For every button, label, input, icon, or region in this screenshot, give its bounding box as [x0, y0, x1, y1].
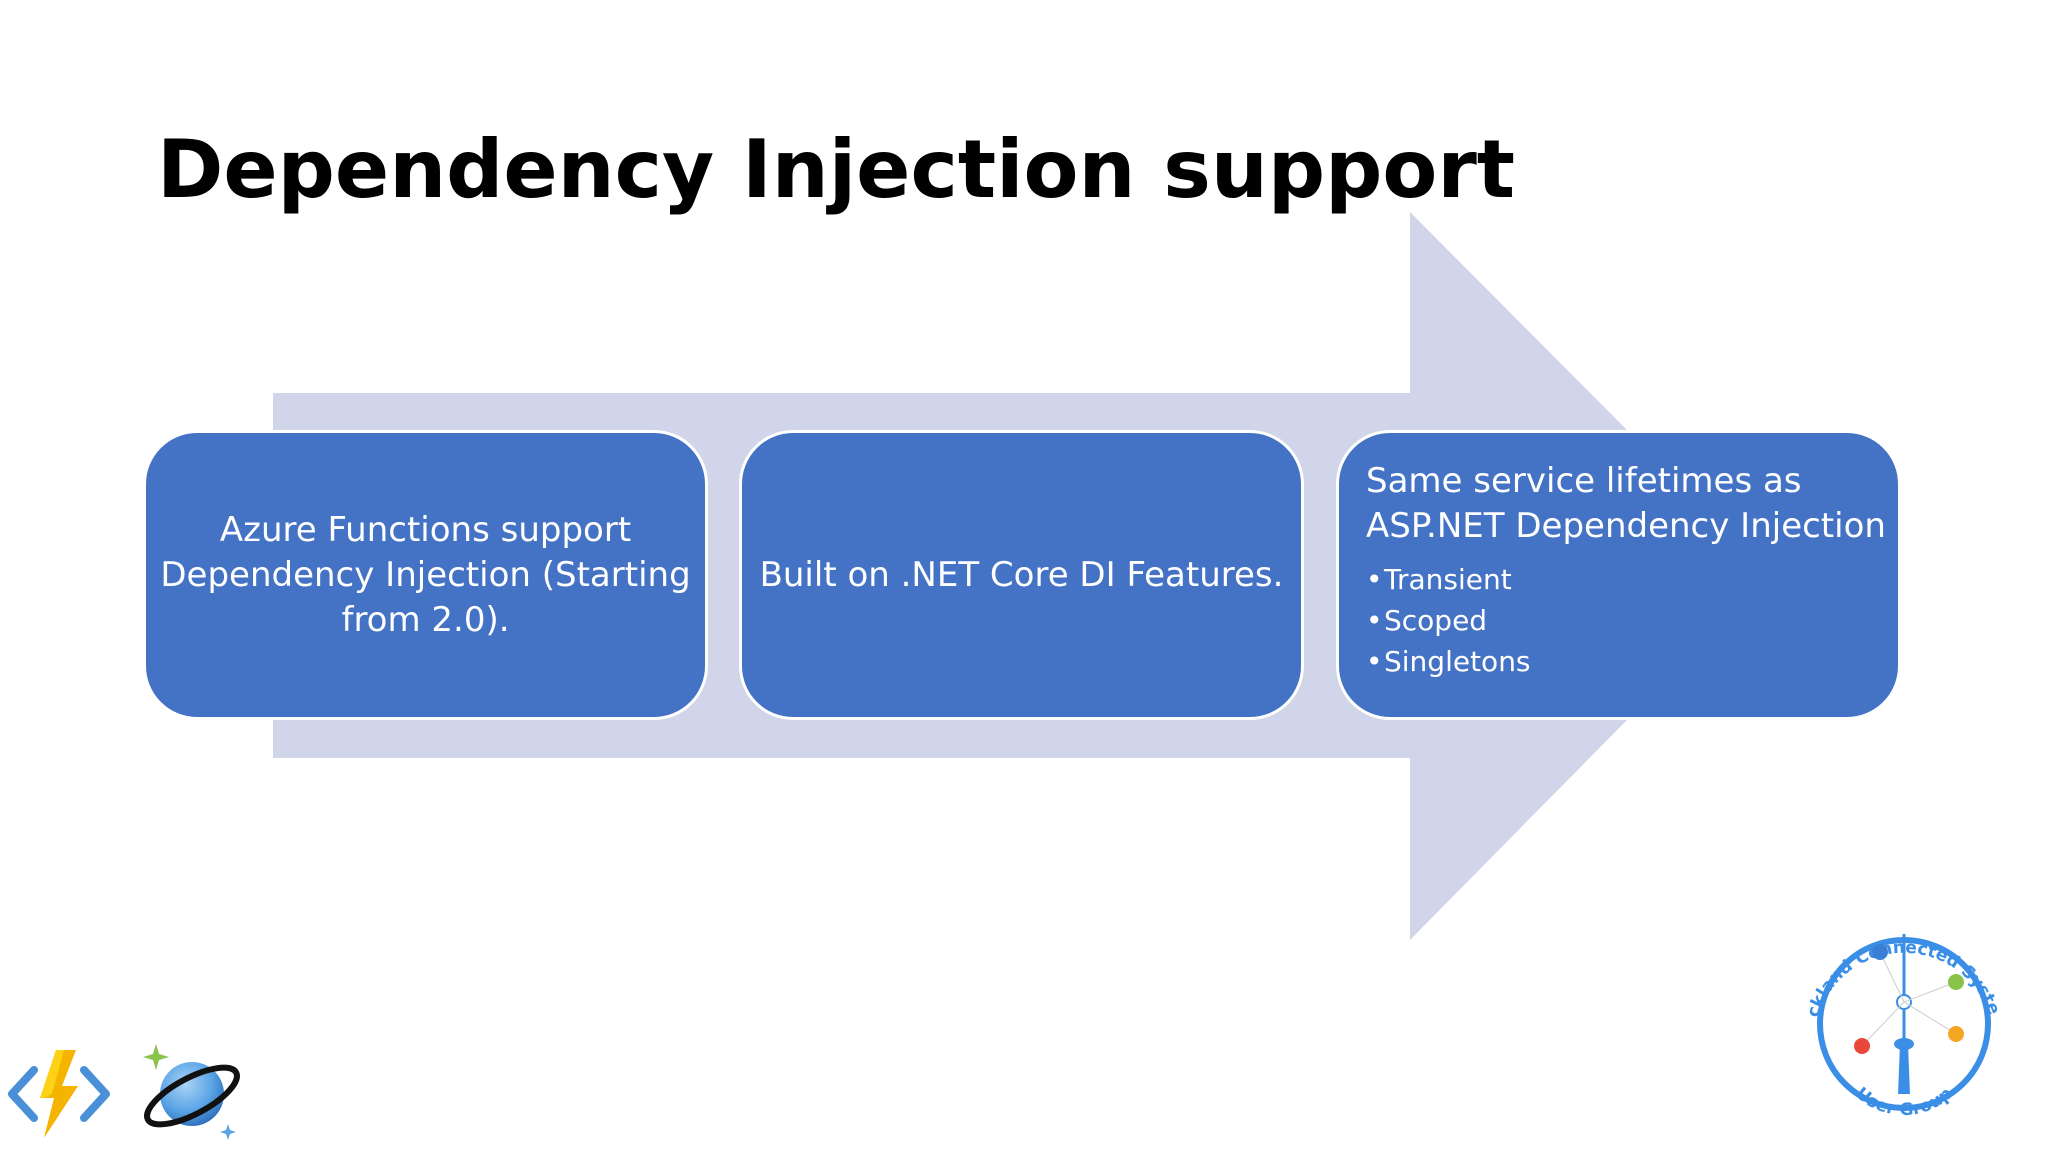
slide-title: Dependency Injection support [157, 123, 1516, 216]
step-box-line: Dependency Injection (Starting [160, 554, 691, 595]
lifetime-list: •Transient •Scoped •Singletons [1366, 559, 1886, 682]
step-box-line: ASP.NET Dependency Injection [1366, 506, 1886, 546]
list-item-label: Singletons [1384, 645, 1531, 678]
bullet-dot: • [1366, 563, 1383, 596]
list-item: •Singletons [1366, 641, 1886, 682]
bullet-dot: • [1366, 604, 1383, 637]
step-box-line: Azure Functions support [219, 509, 632, 550]
step-box-heading: Same service lifetimes as ASP.NET Depend… [1366, 459, 1886, 549]
step-box-net-core: Built on .NET Core DI Features. [739, 430, 1304, 720]
step-box-text: Azure Functions support Dependency Injec… [136, 508, 714, 643]
step-box-azure-functions: Azure Functions support Dependency Injec… [143, 430, 708, 720]
list-item-label: Scoped [1384, 604, 1488, 637]
step-box-line: Built on .NET Core DI Features. [759, 554, 1284, 595]
azure-cosmos-db-icon [143, 1044, 240, 1140]
azure-functions-icon [8, 1050, 110, 1138]
user-group-logo: Auckland Connected Systems User Group [1794, 894, 2004, 1120]
step-box-line: Same service lifetimes as [1366, 461, 1802, 501]
step-box-text: Built on .NET Core DI Features. [736, 553, 1308, 598]
step-box-line: from 2.0). [341, 599, 510, 640]
list-item: •Scoped [1366, 600, 1886, 641]
list-item: •Transient [1366, 559, 1886, 600]
bullet-dot: • [1366, 645, 1383, 678]
step-box-service-lifetimes: Same service lifetimes as ASP.NET Depend… [1336, 430, 1901, 720]
list-item-label: Transient [1384, 563, 1512, 596]
